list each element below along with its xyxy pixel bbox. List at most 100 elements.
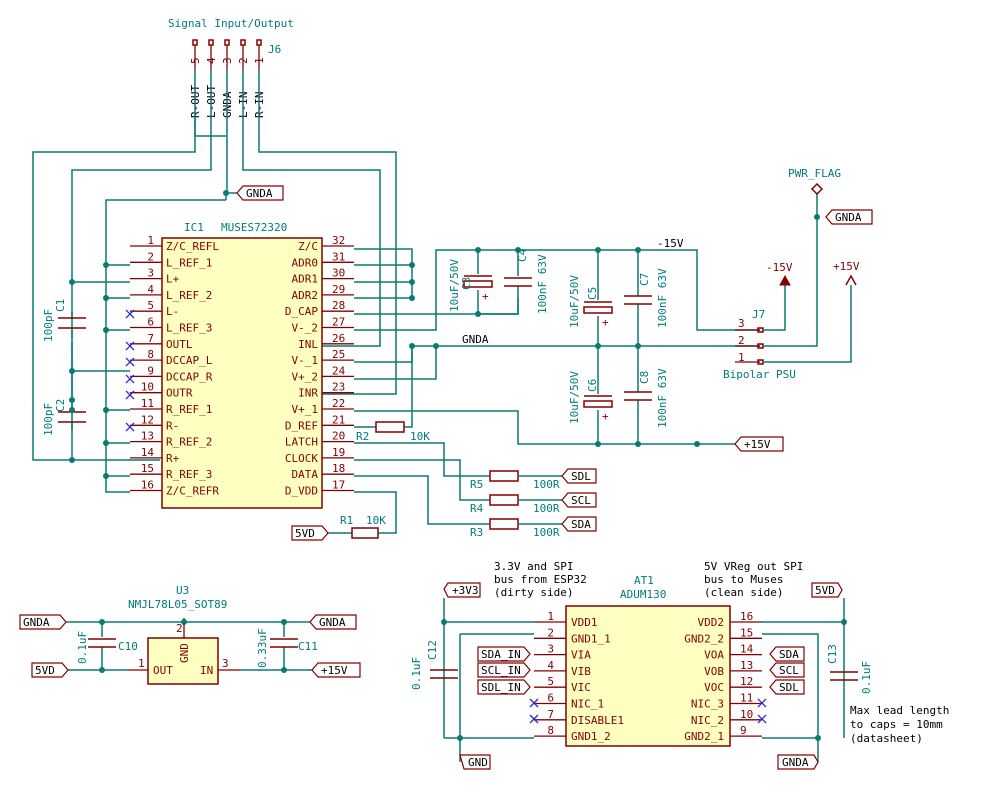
junction-dot	[409, 262, 415, 268]
ic1-pin-name: INL	[298, 338, 318, 351]
p15v-label-ic1: +15V	[734, 436, 784, 452]
junction-dot	[635, 247, 641, 253]
sda-in-label-text: SDA_IN	[481, 648, 521, 661]
c6-ref: C6	[586, 379, 599, 392]
c12-ref: C12	[426, 640, 439, 660]
sdl-in-label: SDL_IN	[477, 679, 531, 695]
capacitor-c4: C4 100nF 63V	[504, 248, 549, 314]
note-maxlead-1: Max lead length	[850, 704, 949, 717]
no-connect-mark	[757, 714, 767, 724]
at1-pin-name: VOA	[704, 649, 724, 662]
scl-in-label: SCL_IN	[477, 662, 531, 678]
c13-ref: C13	[826, 644, 839, 664]
junction-dot	[103, 407, 109, 413]
ic1-ref: IC1	[184, 221, 204, 234]
c11-ref: C11	[298, 640, 318, 653]
at1-pin-num: 16	[740, 610, 753, 623]
svg-text:+: +	[602, 316, 609, 329]
junction-dot	[409, 279, 415, 285]
sda-label-ic1-text: SDA	[571, 518, 591, 531]
j6-pin-num: 1	[253, 57, 266, 64]
junction-dot	[99, 619, 105, 625]
ic1-pin-name: V-_2	[292, 322, 319, 335]
capacitor-c3: + C3 10uF/50V	[448, 250, 493, 314]
sda-label-ic1: SDA	[561, 516, 597, 532]
svg-text:+: +	[482, 290, 489, 303]
u3-pin-out-name: OUT	[153, 664, 173, 677]
at1-pin-name: GND1_2	[571, 730, 611, 743]
junction-dot	[69, 407, 75, 413]
p5v-label-ic1-text: 5VD	[295, 527, 315, 540]
ic1-pin-num: 25	[332, 348, 345, 361]
no-connect-mark	[125, 309, 135, 319]
ic1-right-pin: 22V+_1	[292, 397, 354, 416]
ic1-pin-name: DATA	[292, 468, 319, 481]
ic1-pin-name: Z/C	[298, 240, 318, 253]
capacitor-c5: + C5 10uF/50V	[568, 250, 613, 346]
scl-label-ic1-text: SCL	[571, 494, 591, 507]
ic1-pin-name: LATCH	[285, 436, 318, 449]
c3-c4-bottom-wire	[478, 298, 519, 315]
at1-pin-num: 10	[740, 708, 753, 721]
no-connect-mark	[125, 422, 135, 432]
ic1-pin-num: 6	[147, 316, 154, 329]
junction-dot	[635, 343, 641, 349]
note-right-1: 5V VReg out SPI	[704, 560, 803, 573]
r1-value: 10K	[366, 514, 386, 527]
ic1-pin-name: L-	[166, 305, 179, 318]
c1-value: 100pF	[42, 309, 55, 342]
c10-value: 0.1uF	[76, 631, 89, 664]
ic1-pin-name: OUTR	[166, 387, 193, 400]
junction-dot	[409, 295, 415, 301]
at1-value: ADUM130	[620, 588, 666, 601]
ic1-pin-name: R-	[166, 419, 179, 432]
at1-pin-num: 5	[547, 675, 554, 688]
junction-dot	[515, 247, 521, 253]
junction-dot	[69, 279, 75, 285]
junction-dot	[69, 397, 75, 403]
gnd-label-at1-text: GND	[468, 756, 488, 769]
p3v3-label: +3V3	[443, 582, 481, 598]
no-connect-mark	[125, 357, 135, 367]
at1-pin-name: DISABLE1	[571, 714, 624, 727]
sda-label-at1: SDA	[769, 646, 805, 662]
ic1-pin-num: 15	[141, 462, 154, 475]
no-connect-mark	[125, 374, 135, 384]
sdl-label-at1: SDL	[769, 679, 805, 695]
pos15-label: +15V	[833, 260, 860, 273]
gnda-label-u3-left: GNDA	[19, 614, 67, 630]
p3v3-label-text: +3V3	[452, 584, 479, 597]
no-connect-mark	[757, 698, 767, 708]
connector-j7: J7 Bipolar PSU 3 2 1	[723, 308, 796, 381]
ic1-pin-name: R_REF_2	[166, 436, 212, 449]
junction-dot	[595, 343, 601, 349]
ic1-pin-num: 2	[147, 250, 154, 263]
sdl-label-at1-text: SDL	[779, 681, 799, 694]
junction-dot	[475, 247, 481, 253]
u3-pin-in-name: IN	[200, 664, 213, 677]
ic1-pin-name: CLOCK	[285, 452, 318, 465]
ic1-pin-name: ADR2	[292, 289, 319, 302]
ic1-pin-name: Z/C_REFR	[166, 485, 219, 498]
note-right-3: (clean side)	[704, 586, 783, 599]
junction-dot	[635, 441, 641, 447]
r4-ref: R4	[470, 502, 484, 515]
u3-pin-in-num: 3	[222, 657, 229, 670]
